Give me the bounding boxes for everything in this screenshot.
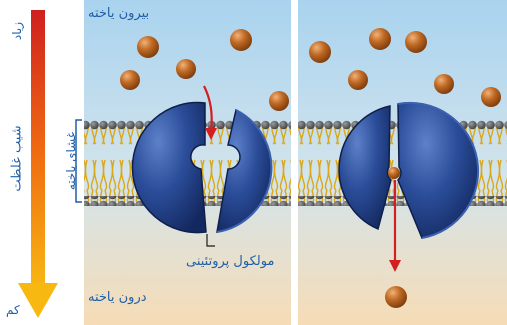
molecule [434, 74, 454, 94]
molecule [120, 70, 140, 90]
molecule-in-channel [388, 167, 400, 179]
molecule [230, 29, 252, 51]
molecule [348, 70, 368, 90]
molecule [369, 28, 391, 50]
molecule [405, 31, 427, 53]
low-label: کم [6, 303, 20, 317]
high-label: زیاد [10, 11, 24, 51]
outside-cell-label: بیرون یاخته [88, 6, 149, 21]
concentration-gradient-label: شیب غلظت [10, 119, 25, 199]
molecule [269, 91, 289, 111]
molecule [137, 36, 159, 58]
protein-molecule-label: مولکول پروتئینی [186, 254, 274, 269]
molecule [176, 59, 196, 79]
inside-cell-label: درون یاخته [88, 290, 147, 305]
right-panel [298, 0, 507, 325]
molecule [481, 87, 501, 107]
molecule [309, 41, 331, 63]
cell-membrane-label: غشای یاخته [64, 116, 78, 206]
left-panel [84, 0, 291, 325]
molecule-inside-cell [385, 286, 407, 308]
